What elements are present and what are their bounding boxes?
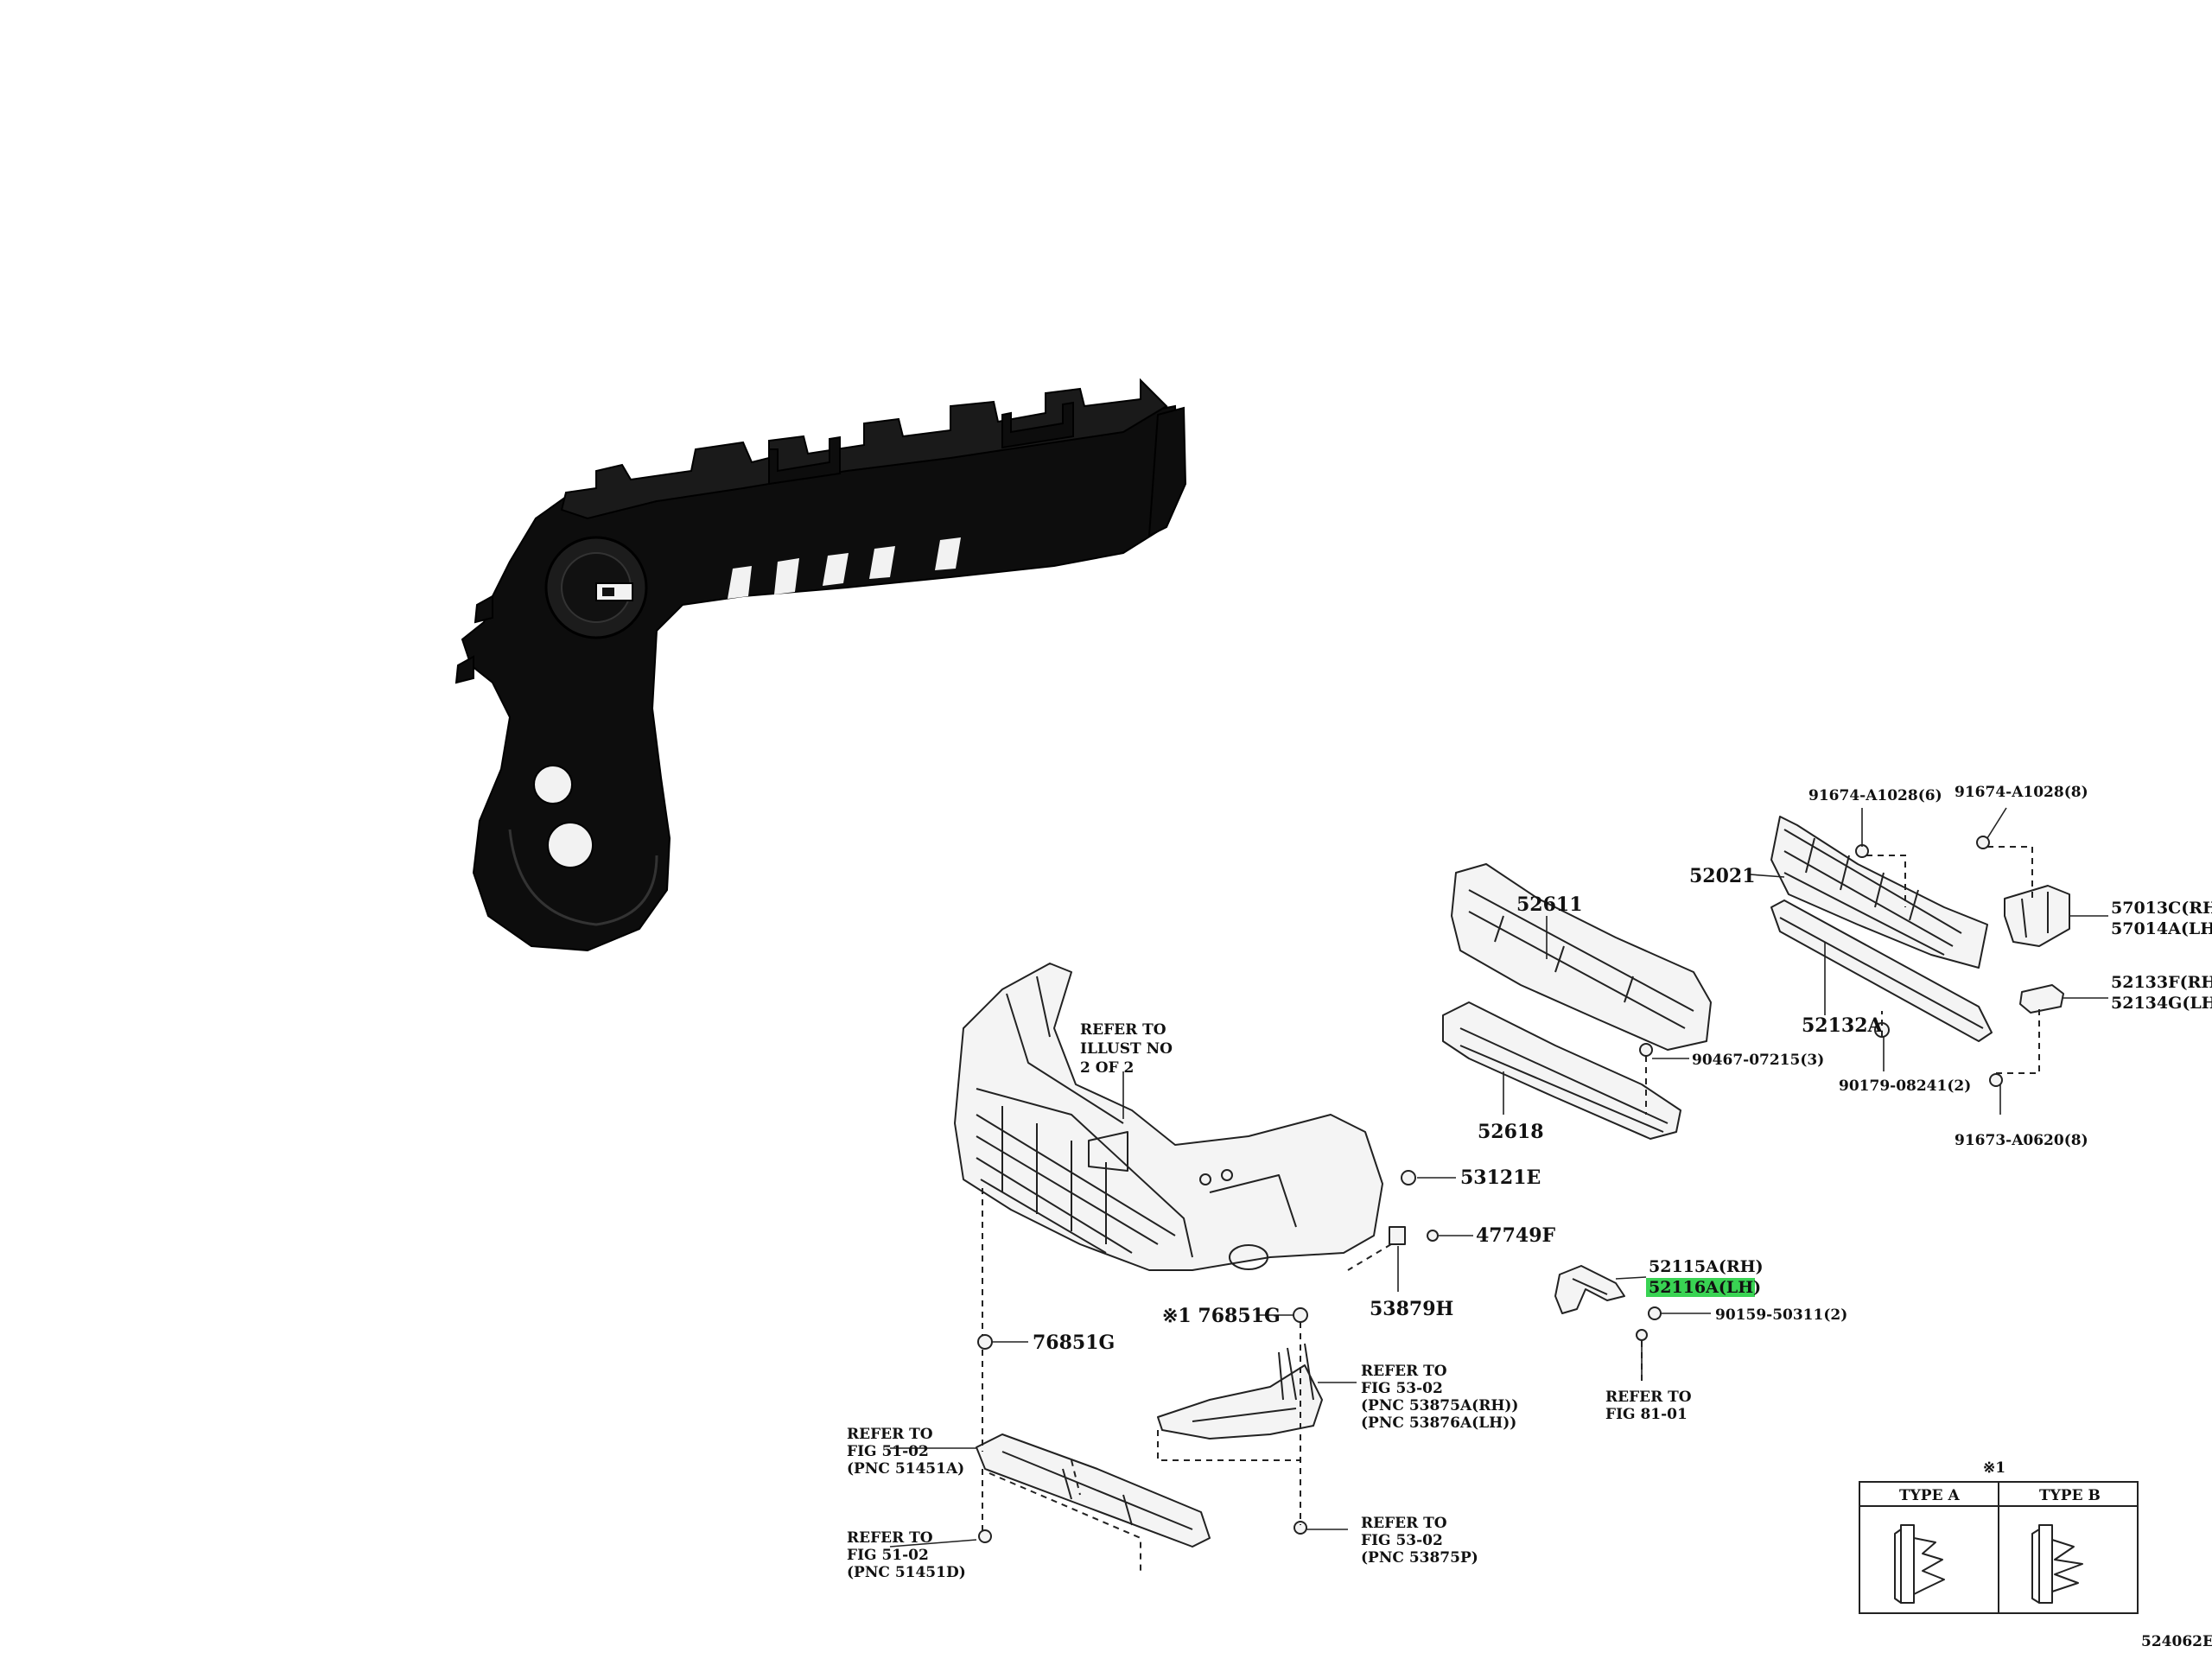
label-47749f: 47749F — [1476, 1224, 1556, 1247]
label-91673: 91673-A0620(8) — [1955, 1132, 2088, 1149]
refer-51a-line-3: (PNC 51451A) — [847, 1460, 964, 1478]
label-91674-8: 91674-A1028(8) — [1955, 784, 2088, 801]
refer-illust-line-3: 2 OF 2 — [1080, 1059, 1134, 1077]
label-57013c: 57013C(RH) — [2111, 899, 2212, 918]
dashed-leaders — [982, 846, 2040, 1573]
refer-illust-line-1: REFER TO — [1080, 1021, 1166, 1039]
bracket-photo — [454, 378, 1187, 952]
refer-illust-line-2: ILLUST NO — [1080, 1040, 1173, 1058]
refer-51b-line-3: (PNC 51451D) — [847, 1564, 966, 1581]
absorber-52132A — [1770, 899, 1993, 1042]
refer-53b-line-2: FIG 53-02 — [1361, 1532, 1443, 1549]
refer-53a-line-1: REFER TO — [1361, 1363, 1447, 1380]
refer-81-line-1: REFER TO — [1605, 1389, 1692, 1406]
refer-53a-line-4: (PNC 53876A(LH)) — [1361, 1414, 1516, 1432]
label-52021: 52021 — [1689, 865, 1756, 887]
label-52132a: 52132A — [1802, 1014, 1884, 1037]
label-76851g: 76851G — [1033, 1332, 1115, 1354]
label-90159: 90159-50311(2) — [1715, 1306, 1847, 1324]
absorber-52618 — [1442, 1001, 1681, 1140]
refer-53b-line-1: REFER TO — [1361, 1515, 1447, 1532]
clip-type-a-icon — [1894, 1524, 1945, 1604]
refer-51b-line-1: REFER TO — [847, 1529, 933, 1547]
front-bumper-cover — [954, 963, 1383, 1271]
label-52115a: 52115A(RH) — [1649, 1257, 1764, 1276]
label-52133f: 52133F(RH) — [2111, 973, 2212, 992]
legend-type-b: TYPE B — [2039, 1487, 2101, 1504]
clip-type-legend: ※1 TYPE A TYPE B — [1859, 1459, 2139, 1614]
legend-type-a: TYPE A — [1899, 1487, 1960, 1504]
refer-51a-line-2: FIG 51-02 — [847, 1443, 929, 1460]
part-labels: 91674-A1028(6) 91674-A1028(8) 52021 5261… — [1033, 784, 2212, 1650]
label-53121e: 53121E — [1460, 1166, 1541, 1189]
label-diagram-id: 524062E — [2141, 1633, 2212, 1650]
bracket-52116A — [1554, 1265, 1625, 1314]
refer-53b-line-3: (PNC 53875P) — [1361, 1549, 1478, 1567]
refer-51a-line-1: REFER TO — [847, 1426, 933, 1443]
label-52116a: 52116A(LH) — [1649, 1278, 1761, 1297]
highlight-52116a — [1646, 1278, 1755, 1297]
label-52134g: 52134G(LH) — [2111, 994, 2212, 1013]
label-57014a: 57014A(LH) — [2111, 919, 2212, 938]
refer-51b-line-2: FIG 51-02 — [847, 1547, 929, 1564]
legend-note: ※1 — [1983, 1459, 2005, 1477]
label-90179: 90179-08241(2) — [1839, 1077, 1971, 1095]
label-90467: 90467-07215(3) — [1692, 1052, 1824, 1069]
refer-53a-line-2: FIG 53-02 — [1361, 1380, 1443, 1397]
engine-under-cover — [976, 1433, 1211, 1548]
refer-81-line-2: FIG 81-01 — [1605, 1406, 1688, 1423]
reference-notes: REFER TO ILLUST NO 2 OF 2 REFER TO FIG 8… — [847, 1021, 1692, 1581]
label-91674-6: 91674-A1028(6) — [1808, 787, 1942, 804]
refer-53a-line-3: (PNC 53875A(RH)) — [1361, 1397, 1518, 1414]
reinforcement-52021 — [1770, 816, 1988, 969]
label-53879h: 53879H — [1370, 1298, 1453, 1320]
absorber-52611 — [1451, 863, 1712, 1051]
sensor-57013C — [2004, 885, 2070, 947]
label-52611: 52611 — [1516, 893, 1583, 916]
clip-type-b-icon — [2031, 1524, 2083, 1604]
fender-liner — [1157, 1343, 1323, 1440]
leader-lines — [889, 807, 2108, 1548]
stay-52133F — [2019, 984, 2064, 1014]
label-76851g-note: ※1 76851G — [1162, 1305, 1281, 1327]
label-52618: 52618 — [1478, 1121, 1544, 1143]
